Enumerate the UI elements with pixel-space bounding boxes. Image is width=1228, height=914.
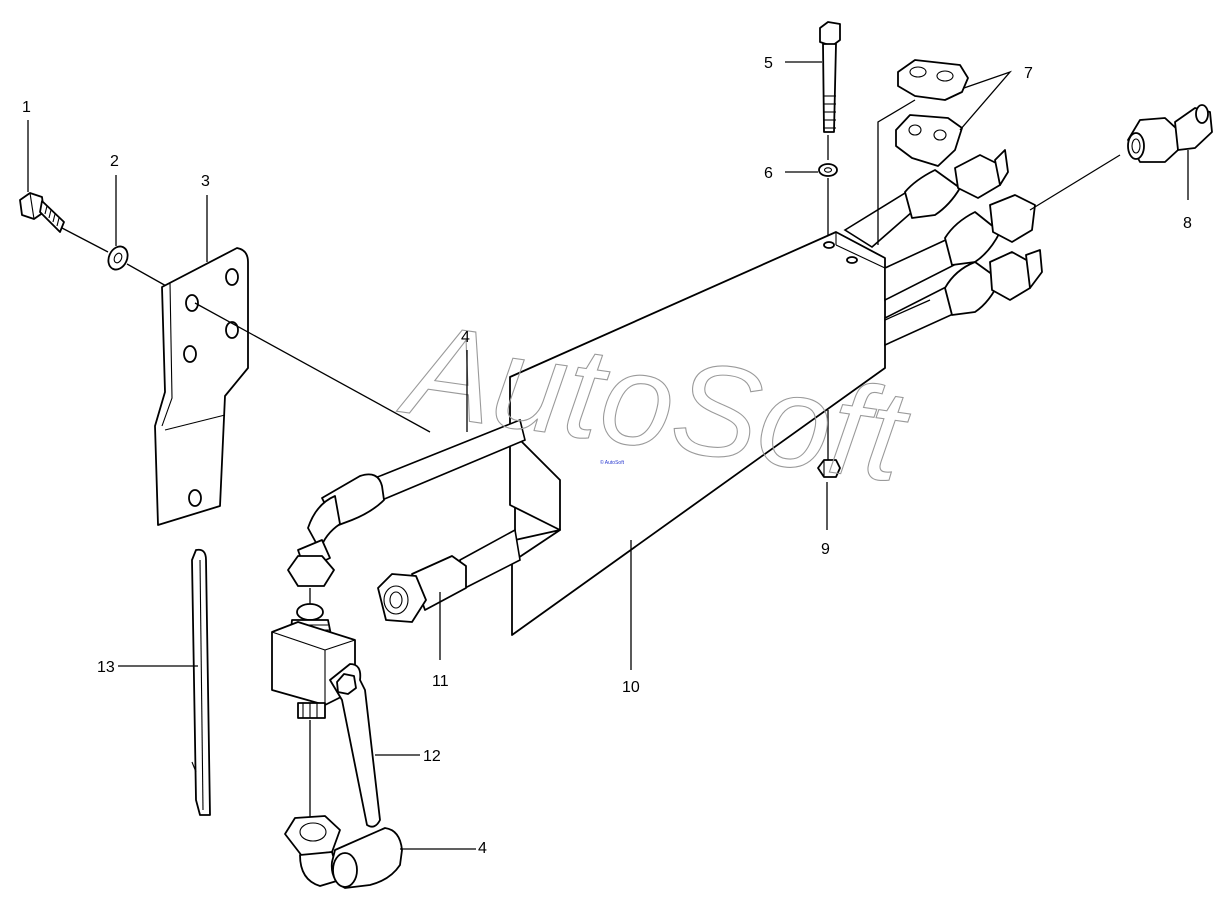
part-6-washer (818, 163, 838, 177)
leader-lines (27, 61, 1013, 850)
part-12-valve (271, 603, 381, 828)
part-13-gasket (191, 548, 211, 816)
part-7-clamp (895, 59, 969, 167)
callout-4-upper: 4 (461, 329, 470, 346)
part-4-hose-upper (287, 418, 526, 587)
callout-2: 2 (110, 153, 119, 170)
callout-13: 13 (97, 659, 115, 676)
part-4-hose-lower (284, 815, 403, 889)
part-1-bolt (19, 192, 65, 233)
callout-6: 6 (764, 165, 773, 182)
callout-5: 5 (764, 55, 773, 72)
hose-bundle (843, 149, 1043, 347)
callout-10: 10 (622, 679, 640, 696)
callout-7: 7 (1024, 65, 1033, 82)
part-9-nut (817, 459, 841, 478)
part-11-hose-lower (377, 528, 521, 623)
callout-12: 12 (423, 748, 441, 765)
callout-11: 11 (432, 673, 449, 690)
callout-4-lower: 4 (478, 840, 487, 857)
part-2-washer (107, 245, 129, 271)
part-10-block (509, 231, 886, 636)
part-8-adapter (1127, 104, 1213, 163)
part-3-bracket (154, 247, 249, 526)
callout-8: 8 (1183, 215, 1192, 232)
callout-1: 1 (22, 99, 31, 116)
callout-labels: 1 2 3 4 4 5 6 7 8 9 10 11 12 13 (22, 55, 1192, 857)
callout-3: 3 (201, 173, 210, 190)
callout-9: 9 (821, 541, 830, 558)
watermark-tiny-text: © AutoSoft (600, 459, 625, 466)
part-5-long-bolt (819, 21, 841, 133)
